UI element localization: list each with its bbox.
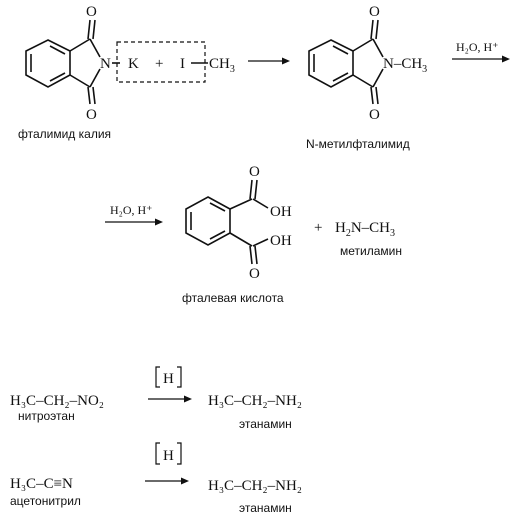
reaction-arrow-4 bbox=[148, 395, 192, 403]
phthalic-acid-benzene-ring bbox=[185, 196, 231, 246]
methylamine-formula: H2N–CH3 bbox=[335, 220, 395, 239]
methyl-group: CH3 bbox=[209, 56, 235, 75]
phthalic-acid-hydroxyl-top: OH bbox=[270, 204, 292, 220]
reaction-arrow-2 bbox=[452, 55, 510, 63]
phthalic-acid-label: фталевая кислота bbox=[182, 291, 284, 305]
reaction-arrow-1 bbox=[248, 57, 290, 65]
phthalimide-oxygen-top: O bbox=[86, 4, 97, 20]
phthalimide-label: фталимид калия bbox=[18, 127, 111, 141]
hydrolysis-condition-2: H₂O, H⁺ bbox=[110, 203, 153, 217]
phthalimide-oxygen-bottom: O bbox=[86, 107, 97, 123]
phthalic-acid-structure: O OH OH O bbox=[185, 164, 292, 282]
methylphthalimide-oxygen-bottom: O bbox=[369, 107, 380, 123]
iodine-symbol: I bbox=[180, 56, 185, 72]
acetonitrile-label: ацетонитрил bbox=[10, 494, 81, 508]
phthalimide-structure: O N O bbox=[25, 4, 120, 123]
product-plus: + bbox=[314, 220, 322, 236]
reducing-agent-1: H bbox=[163, 371, 174, 387]
potassium-symbol: K bbox=[128, 56, 139, 72]
phthalic-acid-hydroxyl-bottom: OH bbox=[270, 233, 292, 249]
phthalimide-benzene-ring bbox=[25, 39, 71, 88]
ethanamine-label-2: этанамин bbox=[239, 501, 292, 515]
hydrolysis-condition-1: H₂O, H⁺ bbox=[456, 40, 499, 54]
methylphthalimide-oxygen-top: O bbox=[369, 4, 380, 20]
nitroethane-label: нитроэтан bbox=[18, 409, 75, 423]
methylamine-label: метиламин bbox=[340, 244, 402, 258]
reducing-agent-bracket-1: H bbox=[155, 366, 182, 388]
nitroethane-formula: H₃C–CH₂–NO₂ bbox=[10, 393, 104, 409]
reducing-agent-2: H bbox=[163, 448, 174, 464]
ethanamine-formula-2: H₃C–CH₂–NH₂ bbox=[208, 478, 302, 494]
methylphthalimide-structure: O N–CH3 O bbox=[308, 4, 427, 123]
acetonitrile-formula: H₃C–C≡N bbox=[10, 476, 73, 492]
methylphthalimide-benzene-ring bbox=[308, 39, 354, 88]
reagent-dashed-box bbox=[116, 41, 206, 83]
reaction-arrow-3 bbox=[105, 218, 163, 226]
reducing-agent-bracket-2: H bbox=[155, 442, 182, 465]
reaction-arrow-5 bbox=[145, 477, 189, 485]
methylphthalimide-label: N-метилфталимид bbox=[306, 137, 410, 151]
reagent-plus: + bbox=[155, 56, 163, 72]
phthalic-acid-oxygen-top: O bbox=[249, 164, 260, 180]
ethanamine-label-1: этанамин bbox=[239, 417, 292, 431]
phthalic-acid-oxygen-bottom: O bbox=[249, 266, 260, 282]
methylphthalimide-n-methyl: N–CH3 bbox=[383, 56, 427, 75]
phthalimide-nitrogen: N bbox=[100, 56, 111, 72]
ethanamine-formula-1: H₃C–CH₂–NH₂ bbox=[208, 393, 302, 409]
